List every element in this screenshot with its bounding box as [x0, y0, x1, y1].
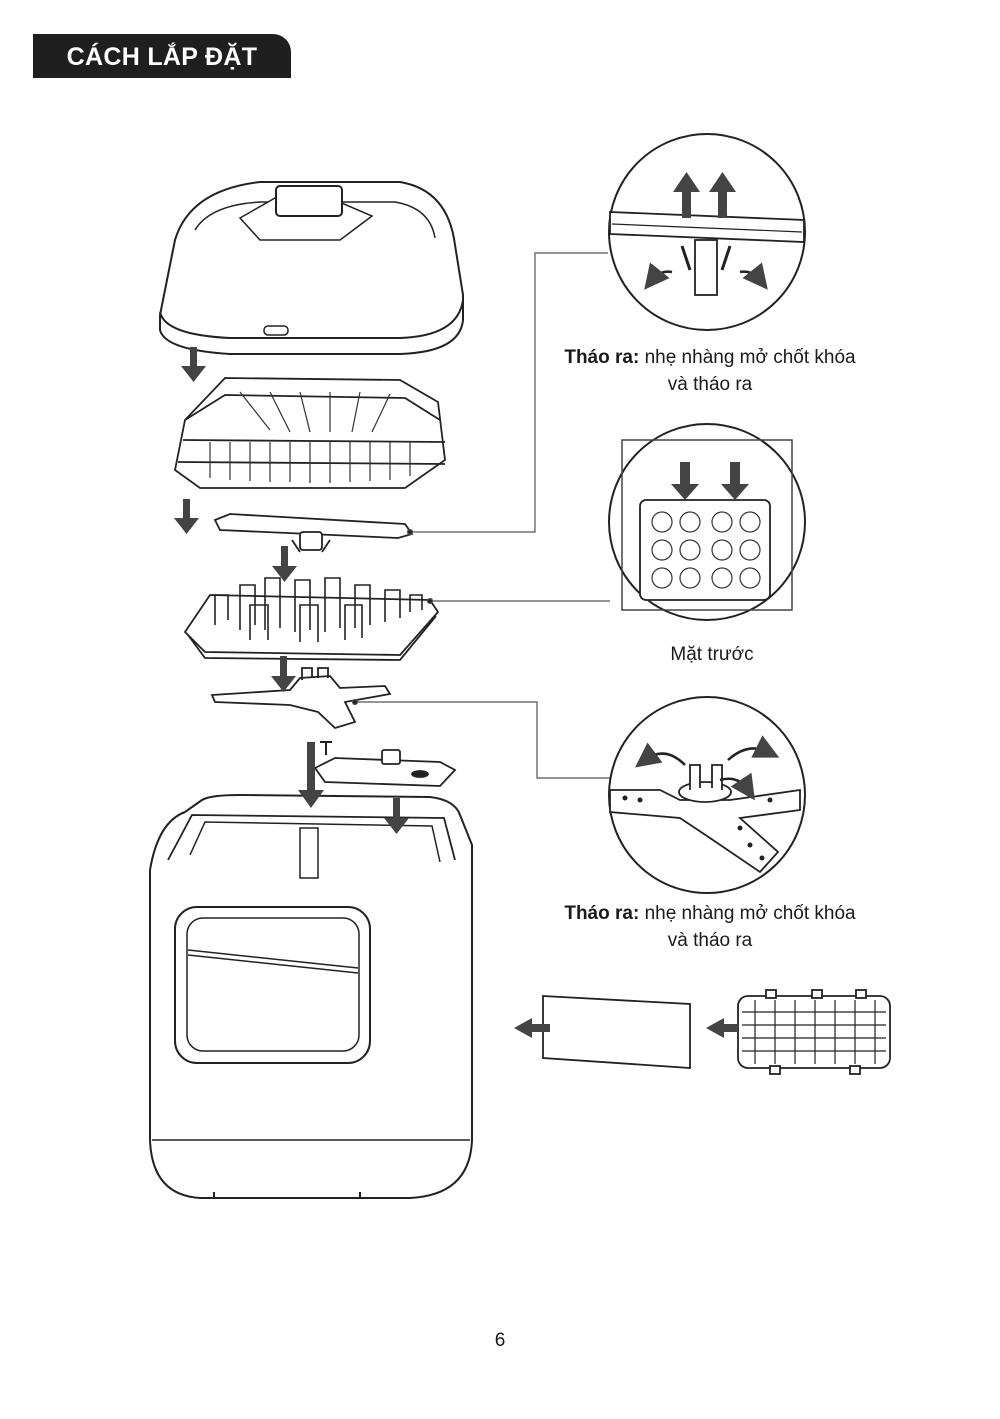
- section-title-bar: CÁCH LẮP ĐẶT: [33, 34, 291, 78]
- callout-remove-lower: Tháo ra: nhẹ nhàng mở chốt khóa và tháo …: [545, 900, 875, 954]
- callout-text: nhẹ nhàng mở chốt khóa: [639, 903, 856, 924]
- filter-sheet-part: [542, 995, 691, 1069]
- main-body-part: [149, 793, 473, 1199]
- lower-spray-arm-part: [210, 667, 392, 730]
- callout-bold-label: Tháo ra:: [564, 903, 640, 924]
- curved-arrow-icon: [634, 742, 686, 768]
- arrow-down-icon: [271, 656, 296, 692]
- arrow-up-icon: [673, 172, 700, 218]
- arrow-up-icon: [709, 172, 736, 218]
- callout-text-line2: và tháo ra: [667, 374, 753, 395]
- filter-frame-part: [737, 989, 891, 1075]
- detail-circle-lower-arm: [608, 696, 806, 894]
- upper-rack-part: [174, 377, 446, 489]
- section-title: CÁCH LẮP ĐẶT: [66, 43, 258, 71]
- arrow-down-icon: [298, 742, 324, 808]
- curved-arrow-icon: [739, 262, 768, 290]
- callout-front-face: Mặt trước: [612, 641, 812, 668]
- detail-circle-front-face: [608, 423, 806, 621]
- curved-arrow-icon: [719, 772, 755, 801]
- lid-part: [159, 181, 464, 355]
- leader-lines: [351, 252, 610, 779]
- curved-arrow-icon: [727, 735, 780, 761]
- callout-text: nhẹ nhàng mở chốt khóa: [639, 347, 856, 368]
- middle-rack-prongs: [214, 577, 423, 642]
- arrow-left-icon: [514, 1018, 550, 1038]
- curved-arrow-icon: [644, 262, 673, 290]
- upper-spray-arm-part: [213, 513, 414, 553]
- arrow-down-icon: [671, 462, 699, 500]
- page-number: 6: [494, 1330, 506, 1351]
- middle-rack-part: [183, 594, 440, 661]
- arrow-down-icon: [174, 499, 199, 534]
- callout-bold-label: Tháo ra:: [564, 347, 640, 368]
- detail-circle-upper-arm: [608, 133, 806, 331]
- arrow-down-icon: [272, 546, 297, 582]
- water-tray-part: [313, 749, 457, 787]
- callout-text: Mặt trước: [670, 644, 754, 665]
- arrow-down-icon: [721, 462, 749, 500]
- callout-remove-upper: Tháo ra: nhẹ nhàng mở chốt khóa và tháo …: [545, 344, 875, 398]
- arrow-down-icon: [181, 347, 206, 382]
- arrow-left-icon: [706, 1018, 738, 1038]
- rack-grid-lines: [209, 391, 411, 483]
- callout-text-line2: và tháo ra: [667, 930, 753, 951]
- arrow-down-icon: [384, 798, 409, 834]
- screw-part: [320, 741, 332, 755]
